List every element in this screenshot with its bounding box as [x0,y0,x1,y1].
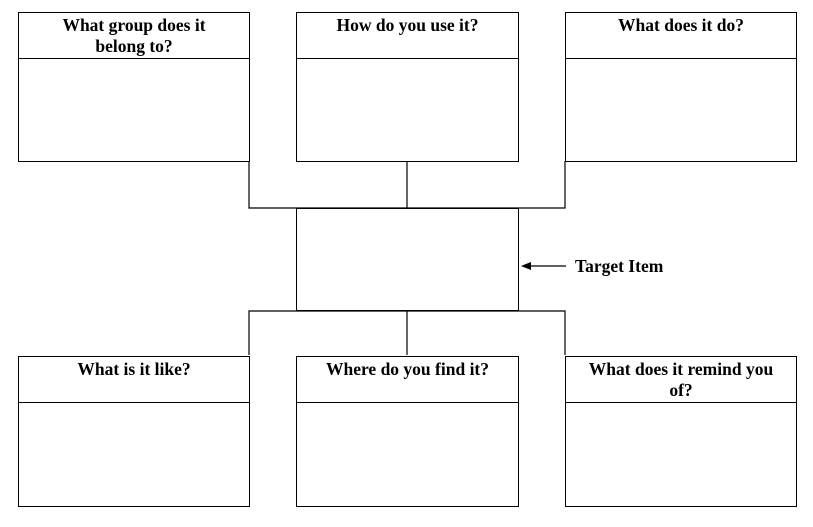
answer-area-use[interactable] [297,59,518,161]
question-find: Where do you find it? [297,357,518,403]
box-find: Where do you find it? [296,356,519,507]
target-item-box[interactable] [296,208,519,311]
box-use: How do you use it? [296,12,519,162]
arrow-head [521,262,531,270]
answer-area-find[interactable] [297,403,518,506]
answer-area-like[interactable] [19,403,249,506]
box-do: What does it do? [565,12,797,162]
question-do: What does it do? [566,13,796,59]
box-like: What is it like? [18,356,250,507]
box-group: What group does it belong to? [18,12,250,162]
question-remind: What does it remind you of? [566,357,796,403]
answer-area-do[interactable] [566,59,796,161]
answer-area-group[interactable] [19,59,249,161]
question-group: What group does it belong to? [19,13,249,59]
question-use: How do you use it? [297,13,518,59]
question-like: What is it like? [19,357,249,403]
target-item-label: Target Item [575,256,664,276]
answer-area-remind[interactable] [566,403,796,506]
box-remind: What does it remind you of? [565,356,797,507]
